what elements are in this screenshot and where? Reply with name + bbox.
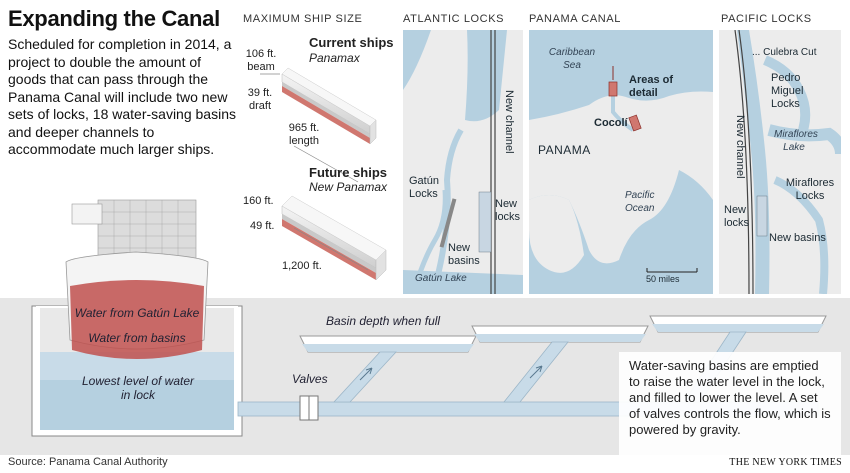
miraflores-locks-label: Miraflores Locks	[785, 177, 835, 202]
current-draft-label: 39 ft. draft	[247, 87, 273, 112]
areas-of-detail-label: Areas of detail	[629, 74, 674, 99]
miraflores-lake-label: Miraflores Lake	[774, 129, 818, 153]
current-ships-title: Current ships	[309, 35, 394, 50]
basin-depth-label: Basin depth when full	[326, 314, 441, 328]
culebra-cut-label: ... Culebra Cut	[752, 47, 817, 58]
future-ships-title: Future ships	[309, 165, 388, 180]
atlantic-new-basins-label: New basins	[448, 242, 480, 267]
credit-line: THE NEW YORK TIMES	[729, 457, 842, 468]
panama-label: PANAMA	[538, 143, 591, 157]
lowest-level-label: Lowest level of water in lock	[81, 374, 195, 402]
current-length-label: 965 ft. length	[288, 122, 320, 147]
gatun-locks-label: Gatún Locks	[409, 175, 439, 200]
pacific-new-basins-label: New basins	[769, 232, 826, 244]
pacific-heading: PACIFIC LOCKS	[721, 13, 812, 25]
future-length-label: 1,200 ft.	[282, 260, 322, 272]
water-gatun-label: Water from Gatún Lake	[74, 306, 200, 320]
ship-size-graphic	[260, 67, 387, 281]
valves-label: Valves	[292, 372, 328, 386]
future-draft-label: 49 ft.	[250, 220, 275, 232]
atlantic-new-locks-label: New locks	[495, 198, 521, 223]
source-note: Source: Panama Canal Authority	[8, 456, 168, 468]
water-basins-label: Water from basins	[88, 331, 186, 345]
current-ship-icon	[281, 67, 377, 145]
future-ship-icon	[281, 195, 387, 281]
cocoli-label: Cocolí	[594, 117, 628, 129]
gatun-lake-label: Gatún Lake	[415, 273, 467, 284]
pacific-ocean-label: Pacific Ocean	[625, 190, 655, 214]
intro-text: Scheduled for completion in 2014, a proj…	[8, 36, 236, 157]
pedro-miguel-label: Pedro Miguel Locks	[771, 72, 804, 110]
caribbean-sea-label: Caribbean Sea	[548, 47, 596, 71]
current-ships-subtitle: Panamax	[309, 51, 360, 65]
atlantic-locks-map	[403, 30, 523, 294]
ship-hull-icon	[65, 199, 209, 359]
atlantic-new-channel-label: New channel	[503, 90, 515, 154]
explanation-note: Water-saving basins are emptied to raise…	[619, 352, 841, 456]
scale-label: 50 miles	[646, 274, 680, 284]
atlantic-heading: ATLANTIC LOCKS	[403, 13, 505, 25]
pacific-new-locks-label: New locks	[724, 204, 750, 229]
future-ships-subtitle: New Panamax	[309, 180, 388, 194]
pacific-new-channel-label: New channel	[734, 115, 746, 179]
panama-canal-map	[529, 30, 713, 294]
page-title: Expanding the Canal	[8, 6, 220, 31]
ship-size-heading: MAXIMUM SHIP SIZE	[243, 13, 363, 25]
panama-heading: PANAMA CANAL	[529, 13, 621, 25]
pacific-locks-map	[719, 30, 841, 294]
current-beam-label: 106 ft. beam	[245, 48, 277, 73]
future-beam-label: 160 ft.	[243, 195, 274, 207]
